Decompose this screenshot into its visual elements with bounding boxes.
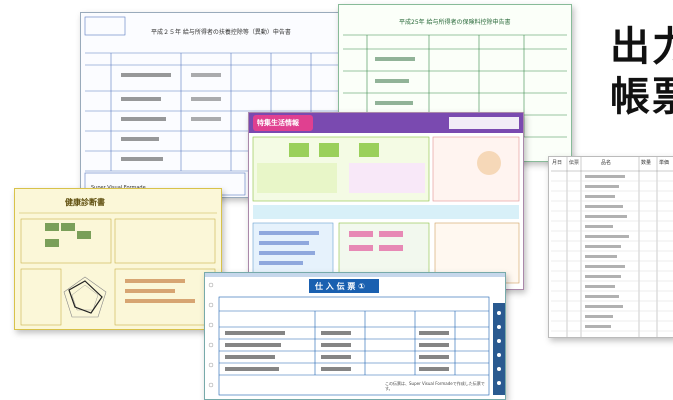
inventory-col-qty: 数量 [641,160,652,166]
purchase-slip-note: この伝票は、Super Visual Formadeで作成した伝票です。 [385,381,485,391]
withholding-slip-right-title: 平成25年 給与所得者の保険料控除申告書 [399,19,511,26]
page-heading: 出力 帳票 [610,22,673,122]
purchase-slip-title: 仕 入 伝 票 ① [315,282,365,291]
health-report-chart [19,212,217,326]
inventory-col-price: 単価 [659,160,670,166]
center-form-layout [249,113,523,284]
inventory-list-header: 月日 伝票 品名 数量 単価 [549,159,673,169]
inventory-col-slip: 伝票 [569,160,580,166]
withholding-slip-left-title: 平成２５年 給与所得者の扶養控除等（異動）申告書 [151,29,291,36]
page-heading-line2: 帳票 [610,74,673,120]
inventory-col-item: 品名 [601,160,612,166]
page-heading-line1: 出力 [610,24,673,70]
center-form-title: 特集生活情報 [257,119,299,127]
inventory-list: 月日 伝票 品名 数量 単価 [548,156,673,338]
center-form: 特集生活情報 [248,112,524,290]
inventory-list-grid [551,157,673,337]
inventory-col-date: 月日 [552,160,563,166]
purchase-slip: 仕 入 伝 票 ① この伝票は、Super Visual Formadeで作成し… [204,272,506,400]
radar-chart [63,276,107,318]
purchase-slip-grid [205,273,505,396]
health-report: 健康診断書 [14,188,222,330]
health-report-title: 健康診断書 [65,198,105,207]
